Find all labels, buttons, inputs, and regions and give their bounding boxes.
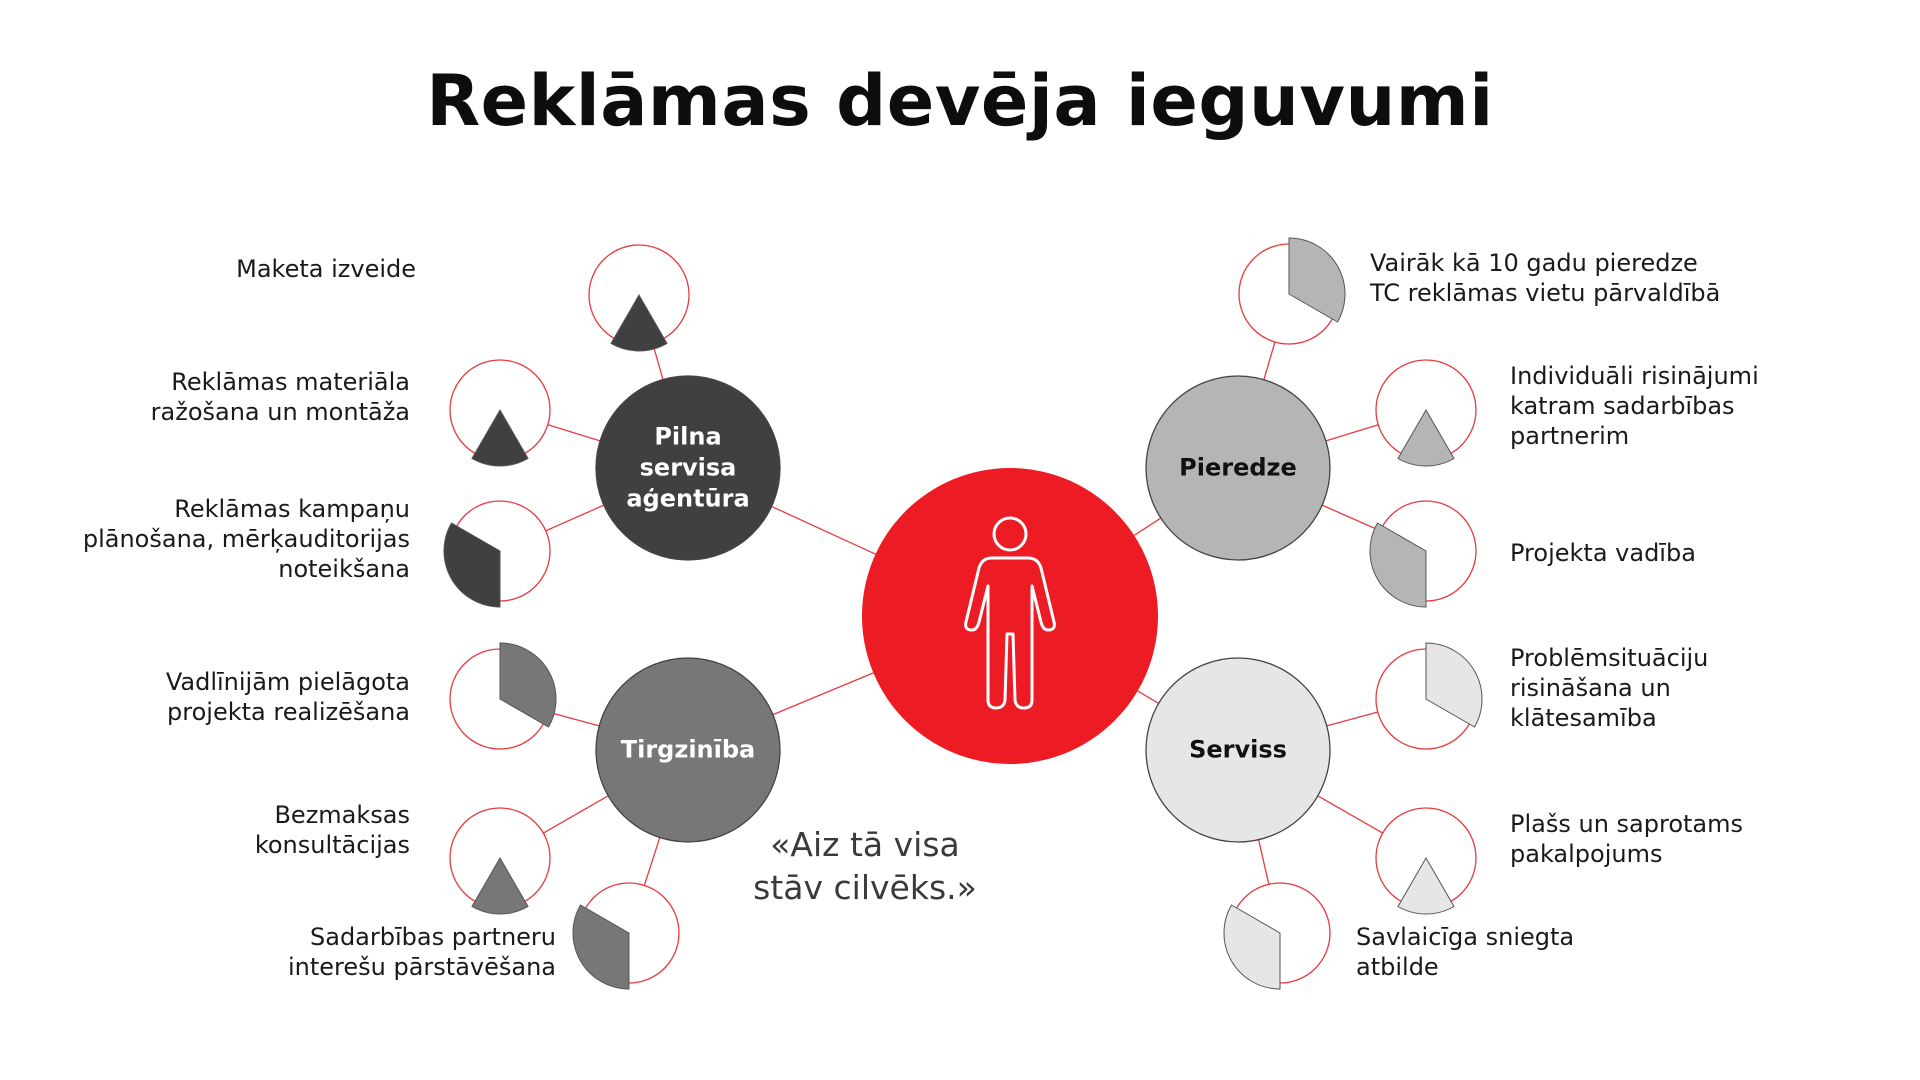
item-label-line: Vadlīnijām pielāgota	[165, 668, 410, 696]
item-sector-pieredze-1	[1397, 408, 1455, 467]
item-label-line: Individuāli risinājumi	[1510, 362, 1759, 390]
item-label-line: risināšana un	[1510, 674, 1671, 702]
item-label-line: interešu pārstāvēšana	[287, 953, 556, 981]
hub-label-line: aģentūra	[626, 484, 750, 513]
item-sector-pilna-2	[443, 522, 501, 608]
connector-pieredze-center	[1133, 517, 1162, 536]
person-body	[964, 556, 1056, 710]
item-label-line: projekta realizēšana	[167, 698, 410, 726]
item-label-line: Savlaicīga sniegta	[1356, 923, 1575, 951]
item-label-line: Plašs un saprotams	[1510, 810, 1744, 838]
item-label-line: partnerim	[1510, 422, 1630, 450]
hub-label-line: Tirgzinība	[620, 735, 756, 764]
hub-circle-serviss	[1145, 657, 1331, 843]
center-group	[862, 468, 1158, 764]
item-sector-pieredze-2	[1369, 522, 1427, 608]
item-sector-tirgziniba-1	[471, 856, 529, 915]
connector-pilna-center	[771, 505, 876, 555]
hub-label-serviss: Serviss	[1158, 735, 1318, 766]
hub-label-line: Serviss	[1189, 735, 1287, 764]
item-label-line: TC reklāmas vietu pārvaldībā	[1370, 279, 1721, 307]
item-sector-tirgziniba-0	[499, 642, 557, 728]
item-sector-pilna-0	[610, 293, 668, 352]
item-label-line: Reklāmas materiāla	[171, 368, 410, 396]
item-label-pieredze-2: Projekta vadība	[1510, 538, 1696, 568]
item-sector-serviss-1	[1397, 856, 1455, 915]
item-label-line: noteikšana	[278, 555, 410, 583]
item-label-line: Vairāk kā 10 gadu pieredze	[1370, 249, 1698, 277]
item-label-line: pakalpojums	[1510, 840, 1663, 868]
item-label-line: klātesamība	[1510, 704, 1657, 732]
item-sector-tirgziniba-2	[572, 904, 630, 990]
item-label-line: ražošana un montāža	[150, 398, 410, 426]
item-label-line: Problēmsituāciju	[1510, 644, 1709, 672]
hub-label-pieredze: Pieredze	[1158, 453, 1318, 484]
item-label-line: Maketa izveide	[236, 255, 416, 283]
hub-circle-pieredze	[1145, 375, 1331, 561]
item-label-line: katram sadarbības	[1510, 392, 1735, 420]
item-label-line: plānošana, mērķauditorijas	[82, 525, 410, 553]
center-circle	[862, 468, 1158, 764]
hub-circles	[595, 375, 1331, 843]
quote-text: «Aiz tā visa stāv cilvēks.»	[753, 825, 977, 907]
hub-label-line: Pilna	[654, 422, 722, 451]
item-label-line: konsultācijas	[254, 831, 410, 859]
item-sector-serviss-0	[1425, 642, 1483, 728]
hub-label-line: servisa	[639, 453, 737, 482]
page-title: Reklāmas devēja ieguvumi	[426, 60, 1494, 142]
item-label-line: Sadarbības partneru	[310, 923, 556, 951]
item-label-line: atbilde	[1356, 953, 1439, 981]
item-label-line: Reklāmas kampaņu	[174, 495, 410, 523]
item-label-line: Bezmaksas	[274, 801, 410, 829]
person-icon	[964, 516, 1056, 710]
pie-markers	[443, 237, 1483, 990]
hub-label-line: Pieredze	[1179, 453, 1297, 482]
item-sector-serviss-2	[1223, 904, 1281, 990]
item-label-pilna-0: Maketa izveide	[236, 254, 416, 284]
person-head	[992, 516, 1028, 552]
hub-circle-tirgziniba	[595, 657, 781, 843]
connector-tirgziniba-center	[772, 672, 874, 716]
hub-circle-pilna	[595, 375, 781, 561]
item-label-line: Projekta vadība	[1510, 539, 1696, 567]
hub-label-tirgziniba: Tirgzinība	[608, 735, 768, 766]
connector-serviss-center	[1137, 690, 1160, 704]
item-sector-pieredze-0	[1288, 237, 1346, 323]
item-sector-pilna-1	[471, 408, 529, 467]
